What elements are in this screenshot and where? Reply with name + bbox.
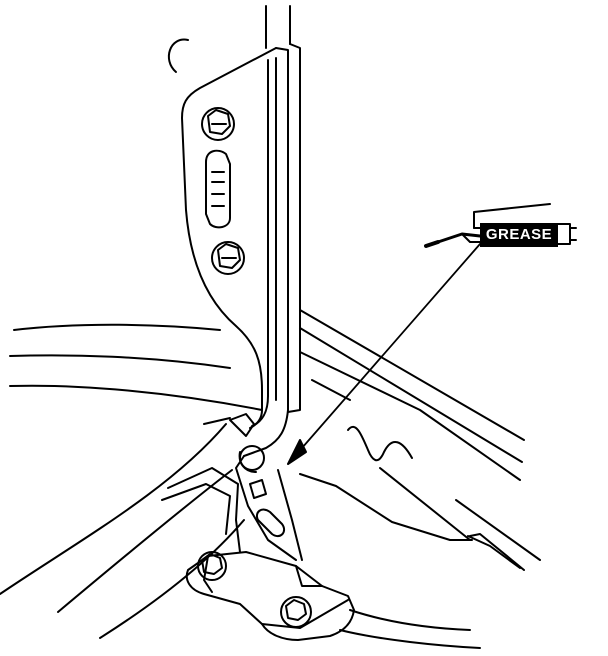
mounting-plate (185, 551, 355, 641)
lower-bolt (211, 241, 245, 275)
body-panel-lines (0, 309, 541, 639)
grease-leader (287, 243, 481, 465)
hinge-link (235, 455, 303, 561)
rear-panel (265, 5, 301, 413)
floor-seam (161, 467, 521, 569)
base-bolt-left (197, 551, 227, 581)
grease-gun-icon (424, 203, 577, 248)
hook-mark (167, 38, 189, 73)
base-bolt-right (280, 596, 312, 628)
grease-label: GREASE (480, 223, 558, 247)
hinge-pivot (229, 413, 265, 473)
upper-bolt (201, 107, 235, 141)
arm-slot (205, 149, 231, 229)
hinge-arm (181, 47, 289, 457)
floor-edge-right (339, 533, 525, 649)
